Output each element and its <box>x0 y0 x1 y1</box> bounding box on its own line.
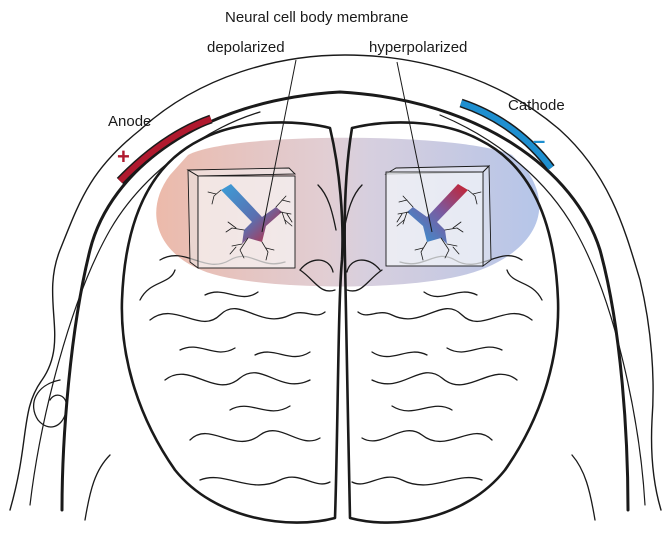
title-label: Neural cell body membrane <box>225 10 408 25</box>
left-gyri <box>140 256 335 485</box>
right-gyri <box>347 256 542 485</box>
neck-left <box>85 455 110 520</box>
hyperpolarized-label: hyperpolarized <box>369 40 467 55</box>
depolarized-label: depolarized <box>207 40 285 55</box>
ear-outline <box>34 380 67 427</box>
anode-label: Anode <box>108 114 151 129</box>
cathode-label: Cathode <box>508 98 565 113</box>
plus-sign: + <box>117 146 130 168</box>
neck-right <box>572 455 595 520</box>
minus-sign: – <box>533 130 545 152</box>
